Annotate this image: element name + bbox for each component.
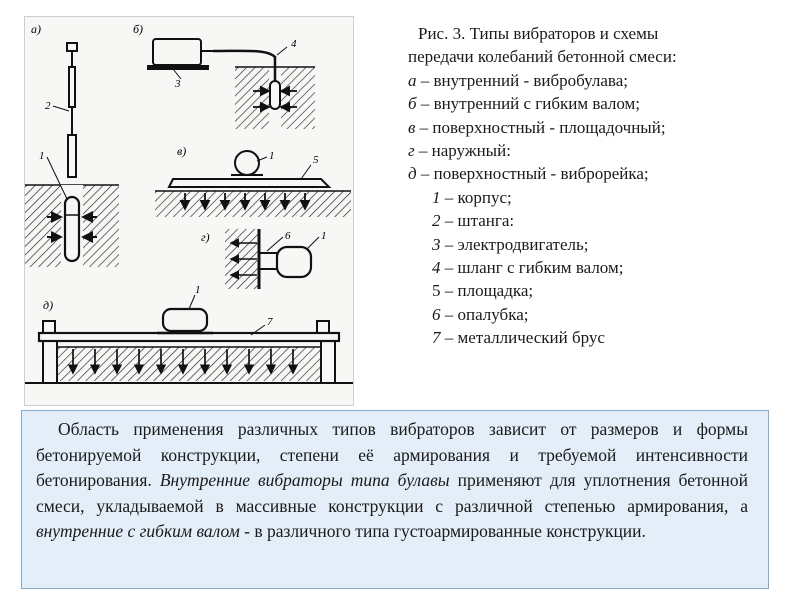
vibrator-diagram: а) 2 1 б) 4 3: [24, 16, 354, 406]
callout-1-g: 1: [321, 230, 327, 242]
caption-part-1: 1 – корпус;: [432, 187, 512, 207]
callout-1-v: 1: [269, 150, 275, 162]
concrete-hatch: [57, 347, 321, 381]
caption-type-d: д – поверхностный - виброрейка;: [408, 164, 649, 184]
vibrator-body: [234, 150, 260, 176]
concrete-hatch: [281, 67, 315, 129]
caption-type-a: а – внутренний - вибробулава;: [408, 70, 628, 90]
caption-type-b: б – внутренний с гибким валом;: [408, 94, 641, 114]
panel-label-a: а): [31, 22, 41, 36]
caption-title-line2: передачи колебаний бетонной смеси:: [408, 47, 677, 67]
caption-part-5: 5 – площадка;: [432, 281, 534, 301]
concrete-hatch: [83, 185, 119, 267]
callout-5: 5: [313, 154, 319, 166]
callout-1-d: 1: [195, 284, 201, 296]
callout-4: 4: [291, 38, 297, 50]
concrete-hatch: [25, 185, 61, 267]
panel-label-g: г): [201, 230, 210, 244]
poker-body: [63, 195, 81, 263]
caption-title: Рис. 3. Типы вибраторов и схемы: [418, 24, 659, 43]
caption-part-2: 2 – штанга:: [432, 211, 515, 231]
external-vibrator: [275, 245, 313, 279]
flexible-shaft-term: внутренние с гибким валом: [36, 521, 240, 542]
caption-part-4: 4 – шланг с гибким валом;: [432, 258, 624, 278]
poker-vibrators-term: Внутренние вибраторы типа булавы: [159, 470, 450, 491]
flexible-shaft: [212, 49, 277, 83]
callout-2: 2: [45, 100, 51, 112]
caption-type-v: в – поверхностный - площадочный;: [408, 117, 666, 137]
callout-6: 6: [285, 230, 291, 242]
panel-label-d: д): [43, 298, 53, 312]
caption-part-7: 7 – металлический брус: [432, 328, 605, 348]
figure-caption: Рис. 3. Типы вибраторов и схемы передачи…: [408, 22, 788, 350]
motor-3: [152, 38, 202, 66]
description-box: Область применения различных типов вибра…: [21, 410, 769, 589]
panel-label-v: в): [177, 144, 186, 158]
platform-5: [167, 178, 332, 188]
caption-type-g: г – наружный:: [408, 141, 511, 161]
caption-part-3: 3 – электродвигатель;: [432, 234, 589, 254]
caption-part-6: 6 – опалубка;: [432, 304, 529, 324]
callout-3: 3: [174, 78, 181, 90]
concrete-hatch: [235, 67, 269, 129]
panel-label-b: б): [133, 22, 143, 36]
callout-1: 1: [39, 150, 45, 162]
screed-motor: [161, 307, 209, 333]
callout-7: 7: [267, 316, 273, 328]
metal-beam-7: [37, 331, 341, 343]
description-paragraph: Область применения различных типов вибра…: [36, 419, 748, 542]
